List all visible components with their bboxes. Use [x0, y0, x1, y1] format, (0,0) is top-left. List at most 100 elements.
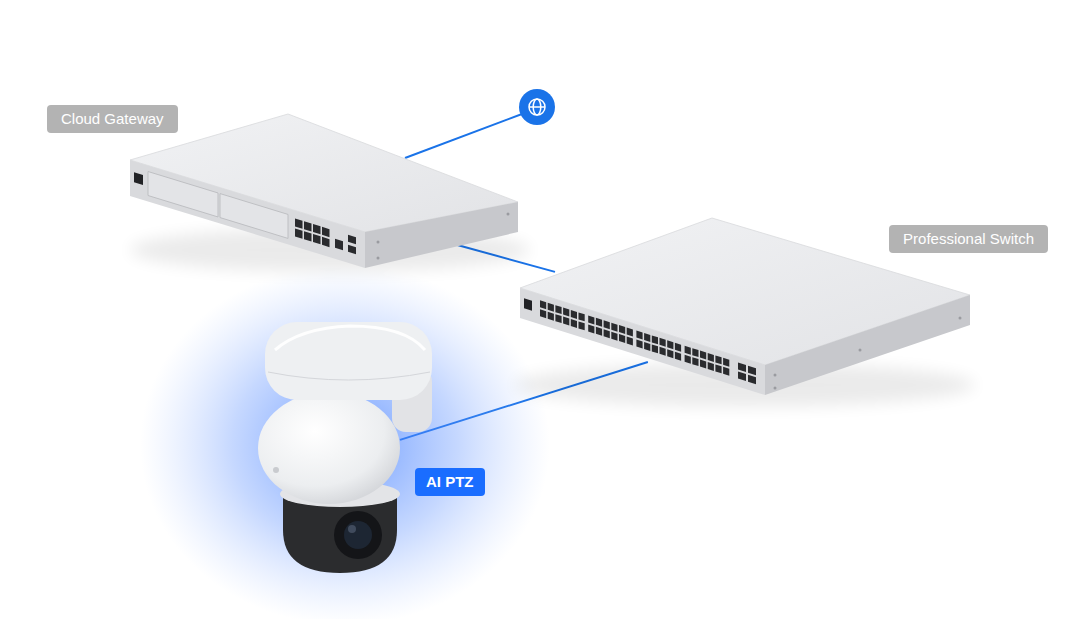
- cloud-gateway-device: [130, 114, 530, 272]
- professional-switch-device-part-part: [748, 375, 756, 385]
- professional-switch-device-part-part: [675, 343, 681, 352]
- professional-switch-device-part-part: [555, 314, 561, 323]
- cloud-gateway-device-part-part: [335, 239, 343, 250]
- professional-switch-device-part-part: [611, 323, 617, 332]
- professional-switch-device-part-part: [571, 310, 577, 319]
- professional-switch-device-part-part: [700, 360, 706, 369]
- professional-switch-device-part-part: [636, 340, 642, 349]
- professional-switch-device-part-part: [738, 372, 746, 382]
- professional-switch-device-part-part: [524, 298, 532, 311]
- ptz-camera-device: [140, 265, 550, 619]
- ptz-camera-device-part: [348, 525, 356, 533]
- professional-switch-device-part-part: [660, 338, 666, 347]
- professional-switch-device-part-part: [588, 315, 594, 324]
- professional-switch-device-part: [774, 387, 777, 390]
- professional-switch-device-part-part: [692, 357, 698, 366]
- cloud-gateway-device-part: [377, 257, 380, 260]
- professional-switch-device-part-part: [636, 331, 642, 340]
- professional-switch-device-part-part: [715, 364, 721, 373]
- cloud-gateway-device-part: [130, 160, 365, 268]
- professional-switch-device-part-part: [540, 309, 546, 318]
- professional-switch-device-part-part: [563, 308, 569, 317]
- cloud-gateway-device-part: [507, 213, 510, 216]
- ptz-camera-device-part: [334, 511, 382, 559]
- cloud-gateway-device-part-part: [220, 194, 288, 239]
- ptz-camera-device-part: [273, 467, 279, 473]
- cloud-gateway-device-part: [377, 241, 380, 244]
- professional-switch-device-part-part: [692, 348, 698, 357]
- professional-switch-device-part-part: [708, 362, 714, 371]
- cloud-gateway-device-part-part: [348, 235, 356, 244]
- professional-switch-device-part-part: [685, 346, 691, 355]
- professional-switch-device-part-part: [700, 351, 706, 360]
- professional-switch-device-part-part: [611, 332, 617, 341]
- ptz-camera-device-part: [344, 521, 372, 549]
- ptz-camera-device-part: [258, 392, 400, 504]
- ptz-camera-device-part: [268, 372, 430, 380]
- professional-switch-device-part-part: [660, 347, 666, 356]
- ptz-camera-device-part: [140, 265, 550, 619]
- ptz-camera-device-part: [275, 326, 425, 350]
- globe-icon-part: [519, 89, 555, 125]
- cloud-gateway-device-part: [134, 167, 356, 259]
- professional-switch-device-part-part: [596, 327, 602, 336]
- cloud-gateway-device-part-part: [148, 172, 218, 217]
- professional-switch-device-part-part: [604, 320, 610, 329]
- professional-switch-device-part-part: [579, 312, 585, 321]
- device-label: Cloud Gateway: [47, 105, 178, 133]
- professional-switch-device-part-part: [723, 358, 729, 367]
- professional-switch-device-part-part: [644, 342, 650, 351]
- professional-switch-device-part-part: [652, 344, 658, 353]
- device-node: Cloud Gateway: [47, 105, 519, 270]
- professional-switch-device-part-part: [723, 367, 729, 376]
- professional-switch-device-part-part: [652, 335, 658, 344]
- professional-switch-device-part-part: [571, 319, 577, 328]
- professional-switch-device-part-part: [748, 366, 756, 376]
- professional-switch-device-part-part: [604, 329, 610, 338]
- professional-switch-device-part-part: [675, 352, 681, 361]
- professional-switch-device-part-part: [685, 355, 691, 364]
- professional-switch-device-part-part: [555, 305, 561, 314]
- professional-switch-device-part-part: [738, 363, 746, 373]
- cloud-gateway-device-part-part: [295, 229, 303, 239]
- globe-icon-part: [529, 106, 545, 108]
- cloud-gateway-device-part-part: [134, 172, 143, 185]
- cloud-gateway-device-part: [365, 202, 518, 268]
- professional-switch-device-part-part: [667, 349, 673, 358]
- professional-switch-device-part-part: [619, 334, 625, 343]
- professional-switch-device-part-part: [667, 340, 673, 349]
- device-label: Professional Switch: [889, 225, 1048, 253]
- internet-link: [405, 114, 522, 158]
- cloud-gateway-device-part-part: [304, 231, 312, 241]
- cloud-gateway-device-part-part: [304, 221, 312, 231]
- cloud-gateway-device-part-part: [322, 237, 330, 247]
- professional-switch-device-part-part: [563, 317, 569, 326]
- professional-switch-device-part: [524, 295, 756, 384]
- professional-switch-device-part-part: [588, 324, 594, 333]
- ptz-camera-device-part: [265, 322, 432, 400]
- globe-icon: [519, 89, 555, 125]
- professional-switch-device-part-part: [596, 318, 602, 327]
- professional-switch-device-part: [959, 317, 962, 320]
- professional-switch-device-part: [774, 374, 777, 377]
- professional-switch-device-part-part: [540, 300, 546, 309]
- cloud-gateway-device-part-part: [322, 227, 330, 237]
- professional-switch-device-part: [520, 288, 765, 395]
- professional-switch-device-part-part: [548, 312, 554, 321]
- professional-switch-device-part-part: [627, 328, 633, 337]
- professional-switch-device-part-part: [627, 337, 633, 346]
- professional-switch-device-part-part: [548, 303, 554, 312]
- globe-icon-part: [529, 99, 545, 115]
- professional-switch-device-part-part: [708, 353, 714, 362]
- cloud-gateway-device-part-part: [348, 245, 356, 254]
- professional-switch-device-part-part: [619, 325, 625, 334]
- device-label: AI PTZ: [415, 468, 485, 496]
- cloud-gateway-device-part-part: [313, 234, 321, 244]
- cloud-gateway-device-part-part: [313, 224, 321, 234]
- professional-switch-device-part-part: [644, 333, 650, 342]
- professional-switch-device-part-part: [579, 321, 585, 330]
- device-node: Professional Switch: [518, 222, 1048, 394]
- professional-switch-device-part-part: [715, 355, 721, 364]
